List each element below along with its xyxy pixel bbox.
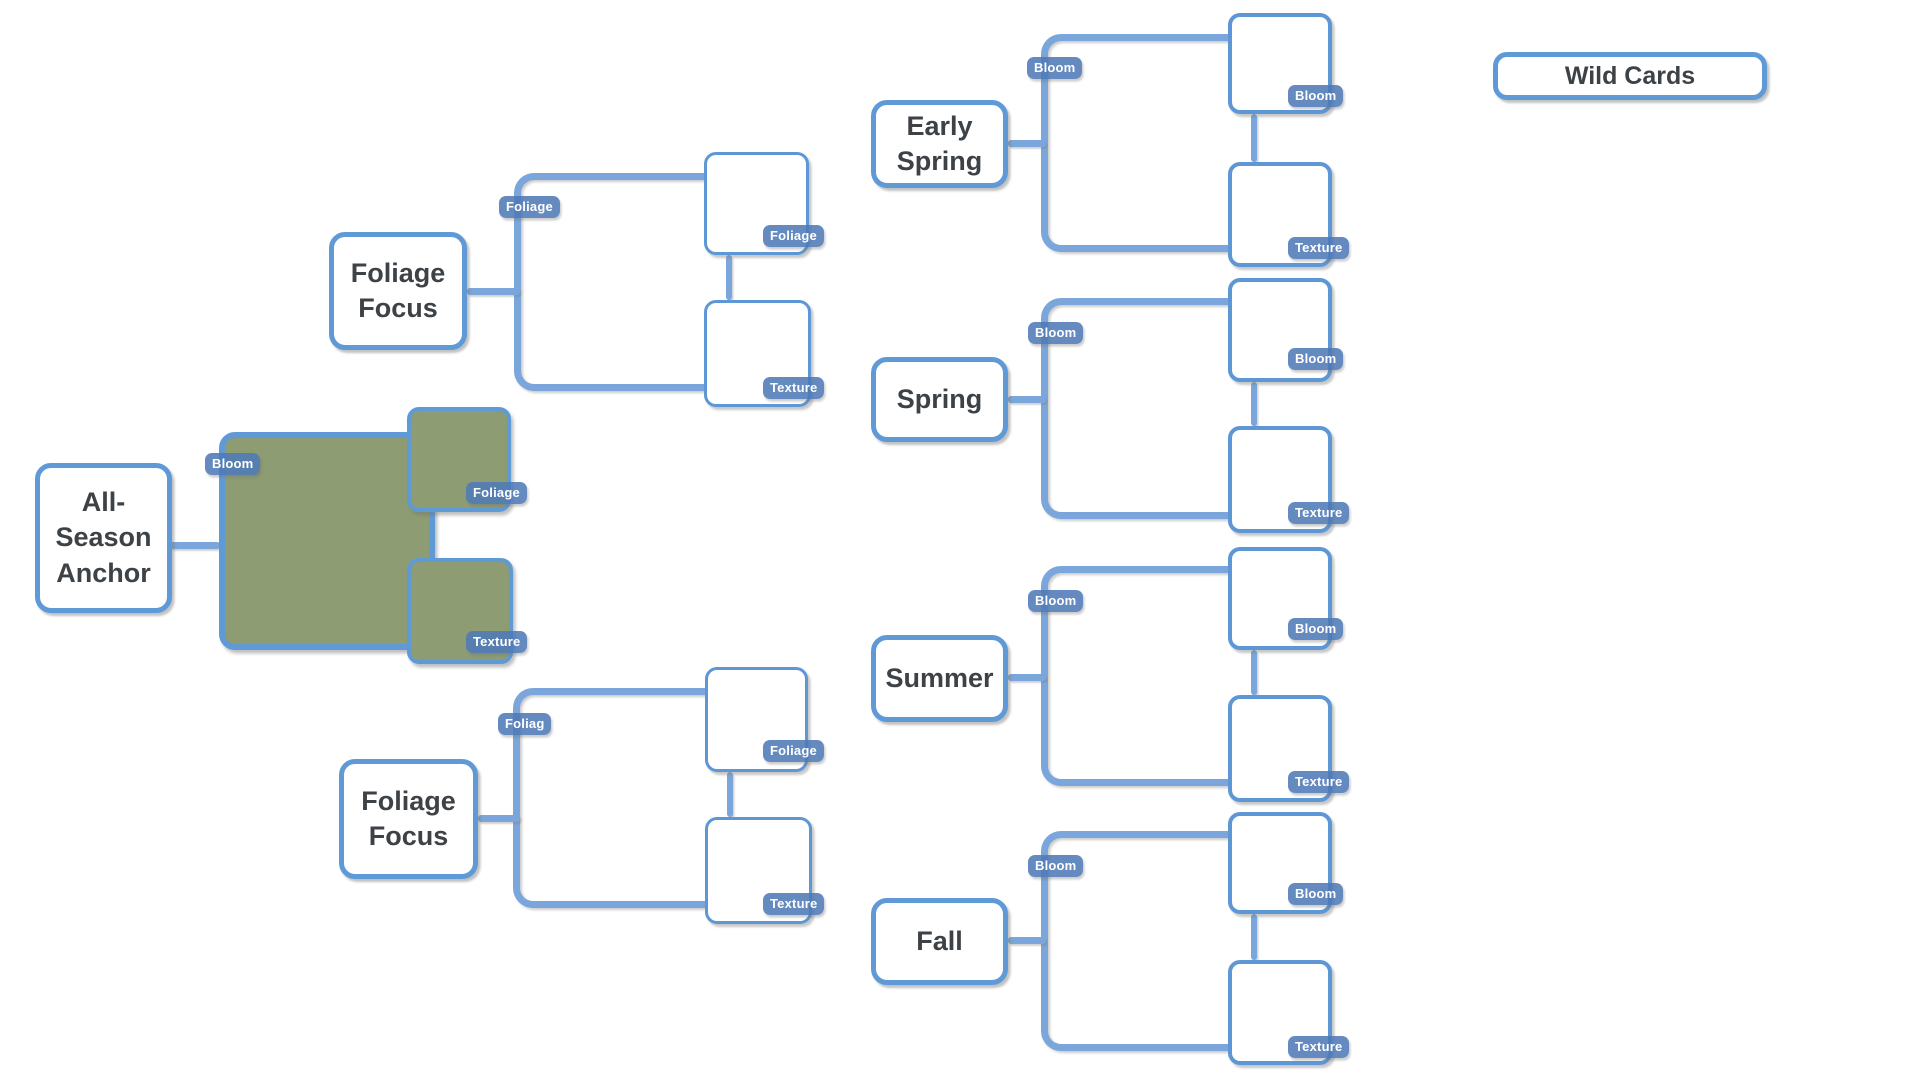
bracket-line	[1041, 298, 1230, 519]
connector-line	[1251, 650, 1257, 695]
connector-line	[170, 542, 220, 549]
bloom-badge: Bloom	[1288, 618, 1344, 640]
cluster-title-foliage-focus-top: Foliage Focus	[329, 232, 467, 350]
cluster-title-fall: Fall	[871, 898, 1008, 985]
connector-line	[1008, 140, 1046, 147]
texture-badge: Texture	[763, 377, 825, 399]
bloom-badge: Bloom	[1028, 322, 1084, 344]
connector-line	[727, 772, 733, 817]
connector-line	[1251, 114, 1257, 162]
cluster-title-early-spring: Early Spring	[871, 100, 1008, 188]
texture-badge: Texture	[763, 893, 825, 915]
cluster-title-summer: Summer	[871, 635, 1008, 722]
wild-cards-header: Wild Cards	[1493, 52, 1767, 100]
cluster-title-spring: Spring	[871, 357, 1008, 442]
texture-badge: Texture	[1288, 1036, 1350, 1058]
connector-line	[726, 255, 732, 300]
connector-line	[1008, 396, 1046, 403]
texture-badge: Texture	[466, 631, 528, 653]
bloom-badge: Bloom	[1028, 855, 1084, 877]
empty-slot[interactable]	[1228, 162, 1332, 267]
foliage-badge: Foliage	[763, 225, 824, 247]
bloom-badge: Bloom	[1028, 590, 1084, 612]
bloom-badge: Bloom	[1027, 57, 1083, 79]
bloom-badge: Bloom	[205, 453, 261, 475]
cluster-title-all-season-anchor: All-Season Anchor	[35, 463, 172, 613]
foliage-badge: Foliage	[466, 482, 527, 504]
bloom-badge: Bloom	[1288, 883, 1344, 905]
foliag-badge: Foliag	[498, 713, 552, 735]
cluster-title-foliage-focus-bottom: Foliage Focus	[339, 759, 478, 879]
bracket-line	[513, 688, 705, 908]
texture-badge: Texture	[1288, 771, 1350, 793]
texture-badge: Texture	[1288, 502, 1350, 524]
connector-line	[1008, 937, 1046, 944]
foliage-badge: Foliage	[763, 740, 824, 762]
bloom-badge: Bloom	[1288, 348, 1344, 370]
connector-line	[467, 288, 520, 295]
bloom-badge: Bloom	[1288, 85, 1344, 107]
texture-badge: Texture	[1288, 237, 1350, 259]
connector-line	[1251, 914, 1257, 960]
foliage-badge: Foliage	[499, 196, 560, 218]
connector-line	[1008, 674, 1046, 681]
bracket-line	[514, 173, 704, 391]
connector-line	[478, 815, 520, 822]
connector-line	[1251, 382, 1257, 426]
foliage-photo-card[interactable]	[407, 407, 511, 512]
